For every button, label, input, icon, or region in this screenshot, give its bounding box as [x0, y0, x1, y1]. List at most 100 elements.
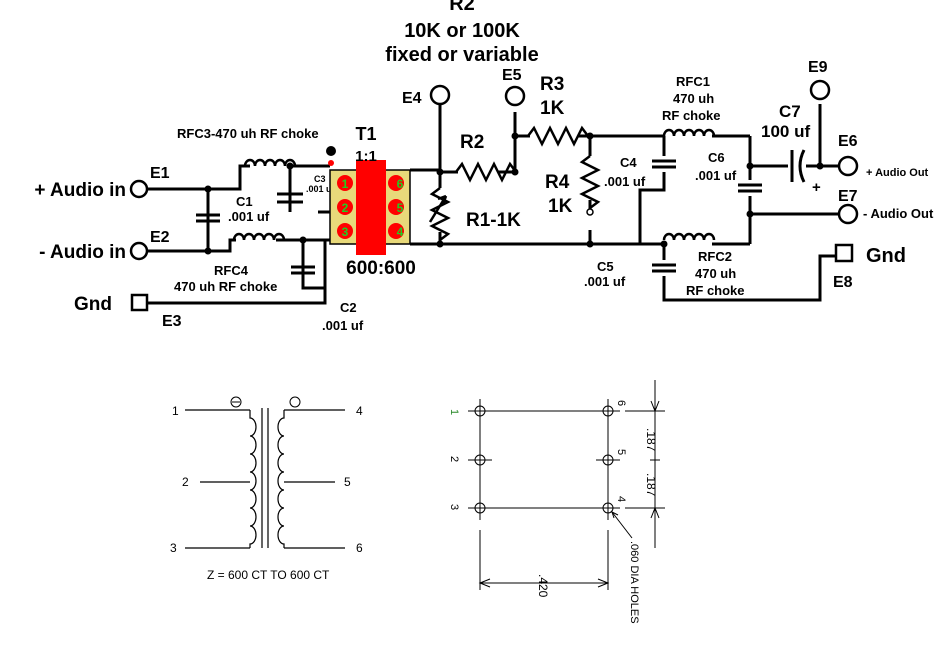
label-c3: C3: [314, 174, 326, 184]
junction-dot: [299, 236, 307, 244]
junction-dot: [511, 132, 519, 140]
detail-pin-2: 2: [182, 475, 189, 489]
label-e6: E6: [838, 133, 858, 150]
capacitor-c7: [790, 149, 806, 183]
terminal-e6[interactable]: [837, 155, 859, 177]
detail-pin-1: 1: [172, 404, 179, 418]
label-c3-value: .001 u: [306, 184, 332, 194]
label-plus-audio-in: + Audio in: [34, 180, 126, 201]
junction-dot: [204, 247, 212, 255]
terminal-e4[interactable]: [429, 84, 451, 106]
phase-dot: [326, 146, 336, 156]
label-minus-audio-out: - Audio Out: [863, 206, 934, 221]
junction-dot: [746, 210, 754, 218]
footprint-pin-4: 4: [615, 496, 627, 502]
label-c4: C4: [620, 155, 637, 170]
label-r4: R4: [545, 172, 570, 193]
t1-pin-3: 3: [342, 225, 349, 239]
detail-pin-3: 3: [170, 541, 177, 555]
junction-dot: [204, 185, 212, 193]
label-c4-value: .001 uf: [604, 174, 646, 189]
terminal-e5[interactable]: [504, 85, 526, 107]
label-t1-impedance: 600:600: [346, 258, 416, 279]
t1-pin-4: 4: [397, 225, 404, 239]
junction-dot: [586, 240, 594, 248]
label-c7-value: 100 uf: [761, 122, 810, 141]
terminal-e3[interactable]: [130, 293, 149, 312]
label-r4-value: 1K: [548, 196, 573, 217]
t1-pin-5: 5: [397, 201, 404, 215]
label-e3: E3: [162, 313, 182, 330]
dim-pitch-top: .187: [644, 428, 658, 452]
label-r3: R3: [540, 74, 564, 95]
label-e5: E5: [502, 67, 522, 84]
detail-caption: Z = 600 CT TO 600 CT: [207, 568, 330, 582]
r1-wiper-arrow: [428, 194, 448, 223]
label-rfc1-value: 470 uh: [673, 91, 714, 106]
junction-dot: [436, 168, 444, 176]
r2-heading-value: 10K or 100K: [404, 20, 520, 42]
r4-tap: [586, 208, 594, 216]
dim-width: .420: [536, 574, 550, 598]
label-rfc2-desc: RF choke: [686, 283, 745, 298]
detail-pin-4: 4: [356, 404, 363, 418]
label-e9: E9: [808, 59, 828, 76]
transformer-t1: [329, 160, 411, 255]
junction-dot: [436, 240, 444, 248]
label-minus-audio-in: - Audio in: [39, 242, 126, 263]
label-e8: E8: [833, 274, 853, 291]
footprint-pin-5: 5: [615, 449, 627, 455]
phase-dot-red: [328, 160, 334, 166]
label-e1: E1: [150, 165, 170, 182]
terminal-e7[interactable]: [837, 203, 859, 225]
dim-pitch-bottom: .187: [644, 473, 658, 497]
terminal-e2[interactable]: [129, 241, 149, 261]
r2-heading-note: fixed or variable: [385, 44, 538, 66]
label-c7-polarity: +: [812, 179, 821, 196]
footprint-pin-6: 6: [615, 400, 627, 406]
junction-dot: [660, 240, 668, 248]
resistor-r3: [526, 126, 590, 146]
resistor-r2: [454, 162, 518, 182]
label-r3-value: 1K: [540, 98, 565, 119]
capacitor-c3: [277, 192, 303, 204]
r2-heading-title: R2: [449, 0, 475, 15]
inductor-rfc1: [662, 128, 716, 138]
capacitor-c6: [736, 183, 764, 193]
label-rfc4: RFC4: [214, 263, 249, 278]
detail-pin-5: 5: [344, 475, 351, 489]
capacitor-c4: [650, 159, 678, 169]
transformer-detail: [185, 396, 345, 549]
label-plus-audio-out: + Audio Out: [866, 167, 929, 179]
detail-pin-6: 6: [356, 541, 363, 555]
label-gnd-in: Gnd: [74, 294, 112, 315]
label-rfc1-desc: RF choke: [662, 108, 721, 123]
junction-dot: [286, 162, 294, 170]
label-c6-value: .001 uf: [695, 168, 737, 183]
label-c2-value: .001 uf: [322, 318, 364, 333]
inductor-rfc2: [662, 232, 716, 242]
label-rfc3: RFC3-470 uh RF choke: [177, 126, 319, 141]
label-rfc2: RFC2: [698, 249, 732, 264]
t1-pin-2: 2: [342, 201, 349, 215]
terminal-e1[interactable]: [129, 179, 149, 199]
pcb-footprint: [468, 380, 665, 590]
label-rfc4-desc: 470 uh RF choke: [174, 279, 277, 294]
terminal-e9[interactable]: [809, 79, 831, 101]
footprint-pin-1: 1: [448, 409, 460, 415]
footprint-pin-2: 2: [448, 456, 460, 462]
label-r1: R1-1K: [466, 210, 521, 231]
t1-pin-6: 6: [397, 177, 404, 191]
label-c7: C7: [779, 102, 801, 121]
label-e7: E7: [838, 188, 858, 205]
output-wires: [638, 104, 838, 302]
label-rfc2-value: 470 uh: [695, 266, 736, 281]
holes-note: .060 DIA HOLES: [628, 541, 640, 624]
terminal-e8[interactable]: [834, 243, 854, 263]
label-c1-value: .001 uf: [228, 209, 270, 224]
label-e2: E2: [150, 229, 170, 246]
label-e4: E4: [402, 90, 422, 107]
junction-dot: [746, 162, 754, 170]
t1-pin-1: 1: [342, 177, 349, 191]
